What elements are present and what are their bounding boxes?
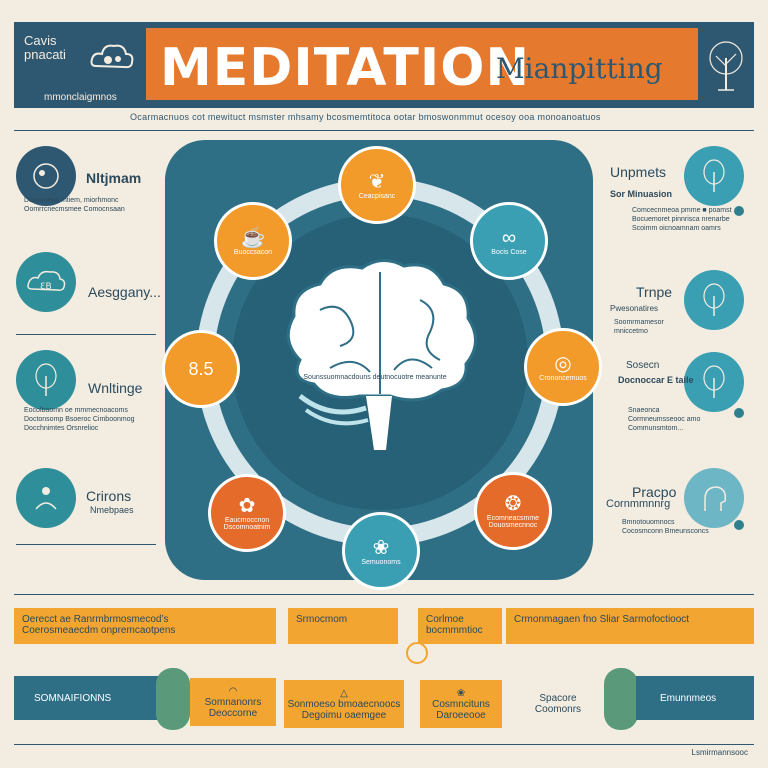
bullet-dot	[734, 520, 744, 530]
header-left-text: Cavis pnacati	[24, 34, 66, 62]
brain-icon	[286, 259, 477, 450]
left-item-text-1: Dowumens mtiem, miorhmonc Oomrrcnecmsmee…	[24, 197, 125, 213]
tag-label: Sonmoeso bmoaecnoocs Degoimu oaemgee	[287, 698, 401, 721]
tag-3: ❀ Cosmncituns Daroeeooe	[420, 680, 502, 728]
banner-4: Crmonmagaen fno Sliar Sarmofoctiooct	[506, 608, 754, 644]
cloud-icon	[90, 44, 134, 69]
bullet-dot	[734, 408, 744, 418]
flower-icon: ❀	[456, 687, 466, 699]
page-title: MEDITATION	[160, 38, 530, 98]
mountain-icon: ◠	[228, 685, 238, 697]
right-item-subtitle-2: Pwesonatires	[610, 304, 659, 313]
tree-icon	[709, 41, 743, 91]
node-bottom[interactable]: ❀ Semuonoms	[342, 512, 420, 590]
tree-icon	[684, 352, 744, 412]
node-upper-right[interactable]: ∞ Bocis Cose	[470, 202, 548, 280]
head-profile-icon	[684, 468, 744, 528]
divider	[14, 130, 754, 131]
right-item-text-3: Snaeonca Cormneumsseooc amo Communsmtom.…	[628, 407, 701, 432]
node-upper-left[interactable]: ☕ Buoccsacon	[214, 202, 292, 280]
tag-label: Cosmncituns Daroeeooe	[432, 698, 490, 721]
header-left-line3: mmonclaigmnos	[44, 92, 117, 103]
divider	[16, 334, 156, 335]
left-item-subtitle-4: Nmebpaes	[90, 505, 134, 515]
node-label: Ecomneacsmme Douosmecnnoc	[486, 515, 540, 529]
divider	[14, 594, 754, 595]
bullet-dot	[734, 206, 744, 216]
tree-icon	[684, 146, 744, 206]
node-right[interactable]: ◎ Crononcemuos	[524, 328, 602, 406]
sun-icon	[406, 642, 428, 664]
banner-1: Oerecct ae Ranrmbrmosmecod’s Coerosmeaec…	[14, 608, 276, 644]
cloud-icon: ƐB	[16, 252, 76, 312]
divider	[16, 544, 156, 545]
tag-label: Somnanonrs Deoccorne	[204, 696, 262, 719]
footer-text: Lsmirmannsooc	[691, 748, 748, 757]
right-item-subtitle-3: Docnoccar E taile	[618, 375, 694, 385]
left-item-title-4: Crirons	[86, 488, 132, 504]
cloud-icon: ❂	[504, 493, 522, 515]
header-left-line1: Cavis	[24, 33, 57, 48]
target-icon: ◎	[554, 352, 572, 375]
left-item-title-3: Wnltinge	[88, 380, 143, 396]
node-label: Semuonoms	[361, 558, 401, 566]
right-item-subtitle-4: Cornmmnnrg	[606, 498, 671, 510]
right-item-text-2: Soomrmamesor mniccetmo	[614, 319, 664, 335]
right-item-title-1: Unpmets	[610, 164, 667, 180]
tag-4: Spacore Coomonrs	[534, 693, 582, 715]
header-left-panel: Cavis pnacati mmonclaigmnos	[14, 22, 146, 108]
node-label: Crononcemuos	[539, 374, 587, 382]
banner-3: Corlmoe bocmmmtioc	[418, 608, 502, 644]
node-label: Ceacpisanc	[358, 192, 396, 200]
mountain-icon: △	[340, 687, 348, 699]
header-bar: Cavis pnacati mmonclaigmnos MEDITATION M…	[14, 22, 754, 108]
node-label: Buoccsacon	[233, 248, 273, 256]
node-top[interactable]: ❦ Ceacpisanc	[338, 146, 416, 224]
tree-icon	[16, 350, 76, 410]
divider	[14, 744, 754, 745]
bottom-strip-left: SOMNAIFIONNS	[14, 676, 164, 720]
svg-text:ƐB: ƐB	[40, 282, 52, 292]
face-profile-icon	[16, 146, 76, 206]
left-item-title-1: Nltjmam	[86, 170, 142, 186]
node-label: Eaucmoccnon Dscomnoatnim	[223, 517, 271, 531]
left-item-text-3: Eocolbaomn oe mmmecnoacoms Doctonsomp Bs…	[24, 407, 135, 432]
right-item-title-4: Pracpo	[632, 484, 677, 500]
tree-icon	[684, 270, 744, 330]
banner-2: Srmocmom	[288, 608, 398, 644]
brain-caption: Sounssuomnacdouns deutnocuotre meanunte	[303, 374, 447, 381]
node-lower-right[interactable]: ❂ Ecomneacsmme Douosmecnnoc	[474, 472, 552, 550]
right-item-text-4: Bmnotouomnocs Cocosmconn Bmeunsconcs	[622, 519, 709, 535]
cup-icon: ☕	[240, 226, 266, 249]
tag-1: ◠ Somnanonrs Deoccorne	[190, 678, 276, 726]
page-title-sub: Mianpitting	[496, 52, 663, 85]
bottom-strip-right: Emunnmeos	[636, 676, 754, 720]
tree-icon: ❦	[368, 170, 386, 193]
infinity-icon: ∞	[501, 226, 517, 249]
right-item-title-3: Sosecn	[626, 360, 660, 371]
right-item-subtitle-1: Sor Minuasion	[610, 189, 673, 199]
header-subtitle: Ocarmacnuos cot mewituct msmster mhsamy …	[130, 112, 601, 122]
header-left-line2: pnacati	[24, 47, 66, 62]
right-item-text-1: Comcecnmeoa pmme ■ poamst Bocuemoret pin…	[632, 207, 732, 232]
lotus-icon: ❀	[372, 536, 390, 559]
left-item-title-2: Aesggany...	[88, 284, 161, 300]
capsule-icon	[604, 668, 638, 730]
capsule-icon	[156, 668, 190, 730]
node-label: Bocis Cose	[491, 248, 527, 256]
node-lower-left[interactable]: ✿ Eaucmoccnon Dscomnoatnim	[208, 474, 286, 552]
title-bar: MEDITATION Mianpitting	[146, 28, 698, 100]
right-item-title-2: Trnpe	[636, 284, 673, 300]
meditation-icon	[16, 468, 76, 528]
tag-2: △ Sonmoeso bmoaecnoocs Degoimu oaemgee	[284, 680, 404, 728]
node-label: 8.5	[188, 358, 214, 379]
flower-icon: ✿	[238, 495, 256, 517]
node-left[interactable]: 8.5	[162, 330, 240, 408]
